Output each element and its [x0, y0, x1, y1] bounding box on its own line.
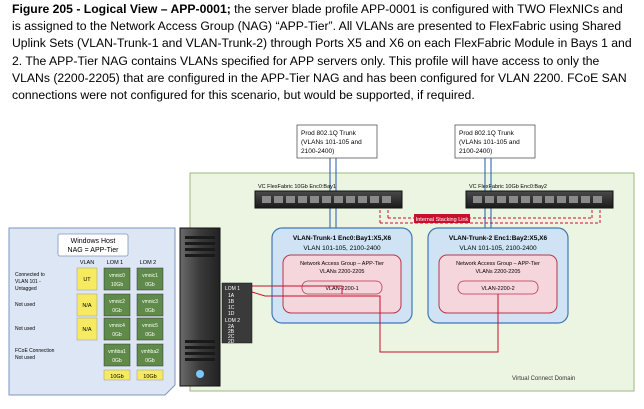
stacking-link-badge	[414, 214, 470, 223]
uplink-left-line1: (VLANs 101-105 and	[301, 139, 362, 146]
sus2-title: VLAN-Trunk-2 Enc1:Bay2:X5,X6	[449, 235, 548, 242]
lom1-nics	[103, 267, 131, 367]
nic-vmnic5-speed: 0Gb	[145, 332, 155, 338]
module-left-label: VC FlexFabric 10Gb Enc0:Bay1	[258, 184, 336, 190]
uplink-left-line2: 2100-2400)	[301, 148, 334, 155]
nag1-title: Network Access Group – APP-Tier	[300, 261, 384, 267]
nic-vmnic2: vmnic2	[109, 299, 125, 305]
row1-label-line1: Connected to	[15, 272, 45, 278]
row3-vlan: N/A	[82, 327, 92, 333]
lom1-total-cell	[103, 369, 131, 381]
nic-vmnic1-speed: 0Gb	[145, 282, 155, 288]
row4-label-line2: Not used	[15, 355, 35, 361]
port-1c: 1C	[228, 305, 235, 311]
nic-vmnic0-speed: 10Gb	[111, 282, 123, 288]
blade-server	[179, 227, 221, 387]
row1-label-line2: VLAN 101 -	[15, 279, 41, 285]
header-lom2: LOM 2	[140, 260, 157, 266]
header-vlan: VLAN	[80, 260, 94, 266]
figure-caption: Figure 205 - Logical View – APP-0001; th…	[12, 1, 634, 104]
port-1d: 1D	[228, 311, 235, 317]
nic-vmnic1: vmnic1	[142, 273, 158, 279]
figure-caption-bold: Figure 205 - Logical View – APP-0001;	[12, 2, 231, 16]
row2-vlan: N/A	[82, 303, 92, 309]
nic-vmnic3: vmnic3	[142, 299, 158, 305]
port-lom2-header: LOM 2	[225, 318, 240, 324]
blade-power-led	[196, 370, 204, 378]
uplink-right-title: Prod 802.1Q Trunk	[459, 130, 515, 137]
nic-vmnic4: vmnic4	[109, 323, 125, 329]
port-2d: 2D	[228, 339, 235, 345]
vlan-2200-2-label: VLAN-2200-2	[481, 286, 514, 292]
nic-vmnic5: vmnic5	[142, 323, 158, 329]
uplink-box-right	[454, 124, 536, 159]
sus1-vlans: VLAN 101-105, 2100-2400	[303, 245, 381, 252]
uplink-left-title: Prod 802.1Q Trunk	[301, 130, 357, 137]
port-1b: 1B	[228, 299, 235, 305]
lom2-total: 10Gb	[143, 374, 156, 380]
row2-label: Not used	[15, 302, 35, 308]
lom2-total-cell	[136, 369, 164, 381]
module-right-label: VC FlexFabric 10Gb Enc0:Bay2	[469, 184, 547, 190]
port-legend-box	[221, 282, 253, 344]
nic-vmhba2: vmhba2	[141, 349, 159, 355]
nic-vmnic4-speed: 0Gb	[112, 332, 122, 338]
nic-vmnic0: vmnic0	[109, 273, 125, 279]
sus1-title: VLAN-Trunk-1 Enc0:Bay1:X5,X6	[293, 235, 392, 242]
port-2a: 2A	[228, 324, 235, 330]
port-2c: 2C	[228, 334, 235, 340]
uplink-right-line2: 2100-2400)	[459, 148, 492, 155]
sus2-vlans: VLAN 101-105, 2100-2400	[459, 245, 537, 252]
port-1a: 1A	[228, 293, 235, 299]
nic-vmhba1-speed: 0Gb	[112, 358, 122, 364]
nag2-title: Network Access Group – APP-Tier	[456, 261, 540, 267]
nic-vmnic2-speed: 0Gb	[112, 308, 122, 314]
nic-vmnic3-speed: 0Gb	[145, 308, 155, 314]
blade-vents	[185, 236, 215, 361]
nic-vmhba2-speed: 0Gb	[145, 358, 155, 364]
row2-vlan-cell	[76, 293, 98, 317]
row4-label-line1: FCoE Connection	[15, 348, 55, 354]
module-left-ports	[262, 196, 391, 203]
port-lom1-header: LOM 1	[225, 286, 240, 292]
row3-vlan-cell	[76, 317, 98, 341]
row1-label-line3: Untagged	[15, 286, 37, 292]
uplink-right-line1: (VLANs 101-105 and	[459, 139, 520, 146]
vc-domain-label: Virtual Connect Domain	[512, 376, 575, 382]
stacking-link-label: Internal Stacking Link	[416, 217, 469, 223]
host-title: Windows Host	[71, 238, 116, 245]
header-lom1: LOM 1	[107, 260, 124, 266]
figure-caption-text: the server blade profile APP-0001 is con…	[12, 2, 632, 103]
nic-vmhba1: vmhba1	[108, 349, 126, 355]
module-right-ports	[473, 196, 602, 203]
uplink-box-left	[296, 124, 378, 159]
row1-vlan: UT	[83, 277, 91, 283]
host-title-box	[57, 233, 129, 257]
nag1-vlans: VLANs 2200-2205	[320, 269, 365, 275]
lom1-total: 10Gb	[110, 374, 123, 380]
port-2b: 2B	[228, 329, 235, 335]
nag2-vlans: VLANs 2200-2205	[476, 269, 521, 275]
row1-vlan-cell	[76, 267, 98, 291]
lom2-nics	[136, 267, 164, 367]
host-nag: NAG = APP-Tier	[68, 247, 120, 254]
row3-label: Not used	[15, 326, 35, 332]
